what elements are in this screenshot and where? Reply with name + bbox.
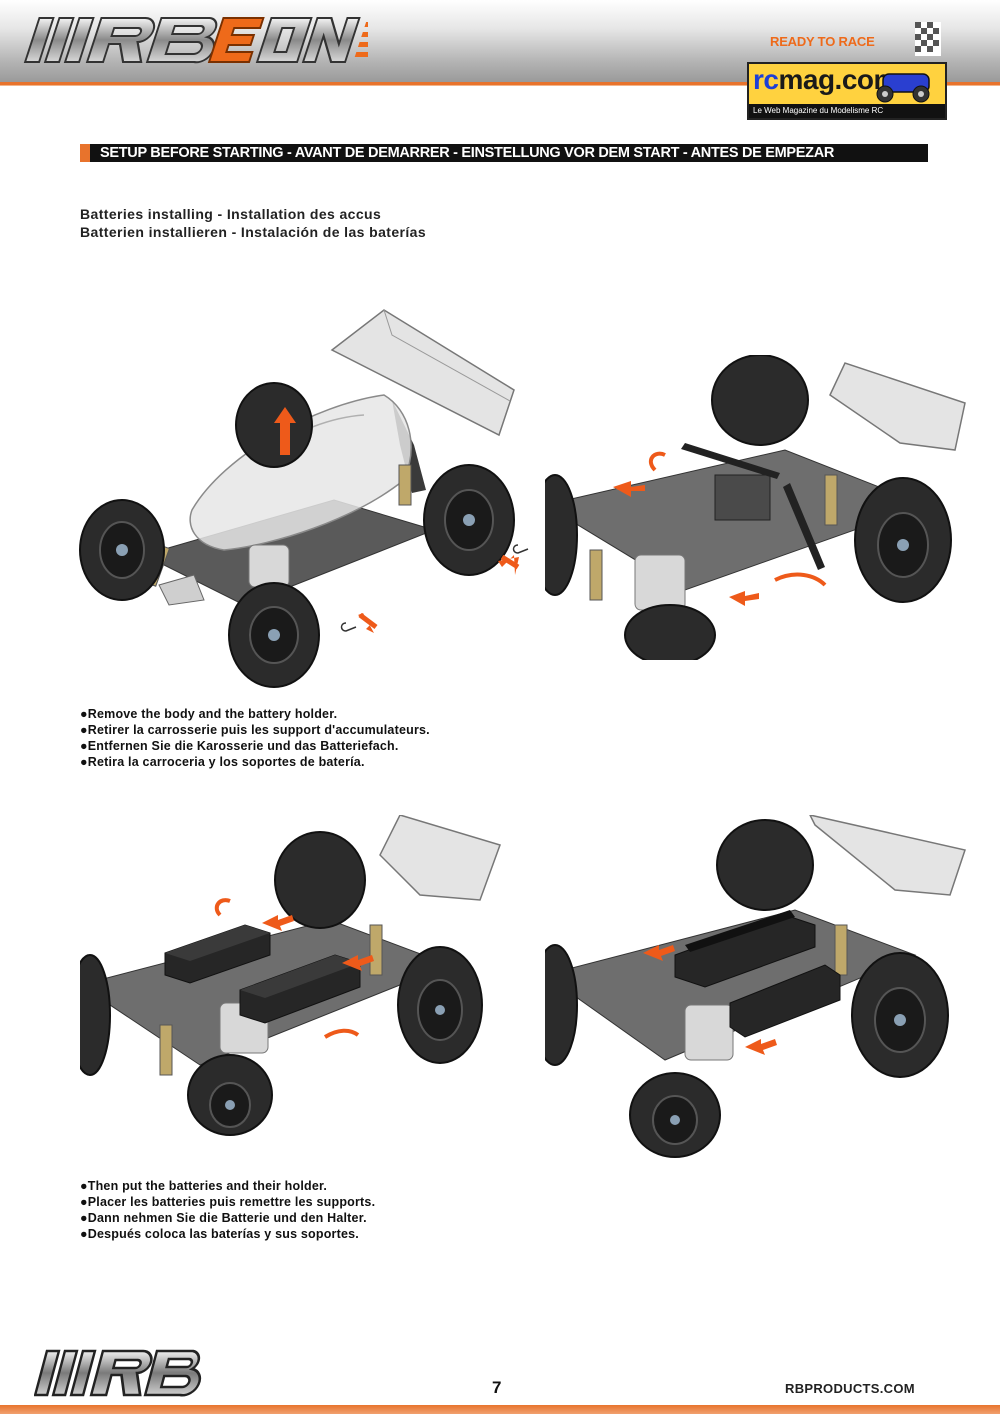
header-divider [0,82,1000,85]
figure-remove-holder [545,355,970,660]
section-title-bar: SETUP BEFORE STARTING - AVANT DE DEMARRE… [80,144,928,162]
figure-remove-body [74,305,534,690]
page-number: 7 [492,1378,502,1397]
steps-remove: ●Remove the body and the battery holder.… [80,706,430,770]
step-remove-en: ●Remove the body and the battery holder. [80,707,338,721]
step-install-es: ●Después coloca las baterías y sus sopor… [80,1227,359,1241]
subtitle-line-2: Batterien installieren - Instalación de … [80,224,427,240]
rcmag-badge[interactable]: rcmag.com Le Web Magazine du Modelisme R… [747,62,947,120]
subtitle-line-1: Batteries installing - Installation des … [80,206,382,222]
step-remove-fr: ●Retirer la carrosserie puis les support… [80,723,430,737]
footer-divider [0,1405,1000,1414]
rcmag-name: rcmag.com [753,64,898,95]
rb-one-logo [18,10,368,70]
header-divider-light [0,85,1000,86]
rb-footer-logo [33,1347,202,1399]
section-title: SETUP BEFORE STARTING - AVANT DE DEMARRE… [100,145,835,161]
step-install-en: ●Then put the batteries and their holder… [80,1179,328,1193]
checkered-flag-icon [915,22,941,56]
step-install-de: ●Dann nehmen Sie die Batterie und den Ha… [80,1211,367,1225]
steps-install: ●Then put the batteries and their holder… [80,1178,375,1242]
figure-place-batteries [80,815,505,1140]
figure-batteries-installed [545,815,970,1165]
rcmag-tagline: Le Web Magazine du Modelisme RC [749,104,945,118]
website-link[interactable]: RBPRODUCTS.COM [785,1381,915,1396]
step-remove-de: ●Entfernen Sie die Karosserie und das Ba… [80,739,399,753]
rc-car-icon [876,73,930,103]
batteries-subtitle: Batteries installing - Installation des … [80,205,426,241]
ready-to-race-label: READY TO RACE [770,34,875,49]
page-header: READY TO RACE [0,0,1000,82]
step-install-fr: ●Placer les batteries puis remettre les … [80,1195,376,1209]
step-remove-es: ●Retira la carroceria y los soportes de … [80,755,365,769]
